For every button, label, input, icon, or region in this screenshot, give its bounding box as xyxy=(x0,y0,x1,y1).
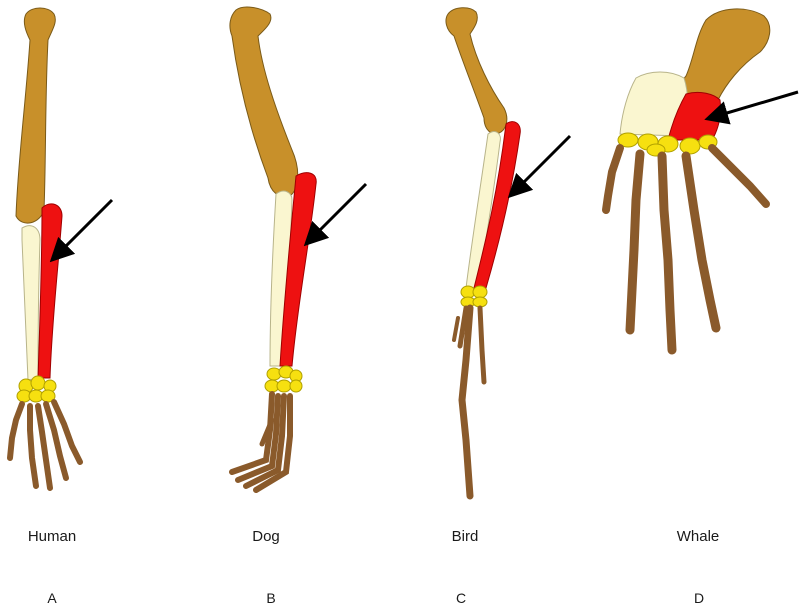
human-phalanges xyxy=(10,402,80,488)
human-carpals xyxy=(17,376,56,402)
dog-humerus xyxy=(230,7,298,197)
human-limb xyxy=(10,8,112,488)
whale-label: Whale xyxy=(677,528,720,545)
dog-label: Dog xyxy=(252,528,280,545)
human-label: Human xyxy=(28,528,76,545)
bird-letter: C xyxy=(456,590,466,606)
human-radius xyxy=(38,204,62,378)
human-ulna xyxy=(22,226,40,380)
bird-limb xyxy=(446,8,570,496)
human-humerus xyxy=(16,8,55,223)
whale-arrow xyxy=(710,92,798,118)
dog-limb xyxy=(230,7,366,490)
bird-arrow xyxy=(512,136,570,194)
whale-limb xyxy=(606,9,798,350)
whale-carpals xyxy=(618,133,717,156)
bird-carpals xyxy=(461,286,487,307)
human-letter: A xyxy=(47,590,56,606)
human-arrow xyxy=(54,200,112,258)
whale-phalanges xyxy=(606,148,766,350)
bird-label: Bird xyxy=(452,528,479,545)
dog-letter: B xyxy=(266,590,275,606)
dog-arrow xyxy=(308,184,366,242)
whale-letter: D xyxy=(694,590,704,606)
dog-carpals xyxy=(265,366,302,392)
dog-phalanges xyxy=(232,394,290,490)
bird-phalanges xyxy=(454,308,484,496)
bird-humerus xyxy=(446,8,507,134)
